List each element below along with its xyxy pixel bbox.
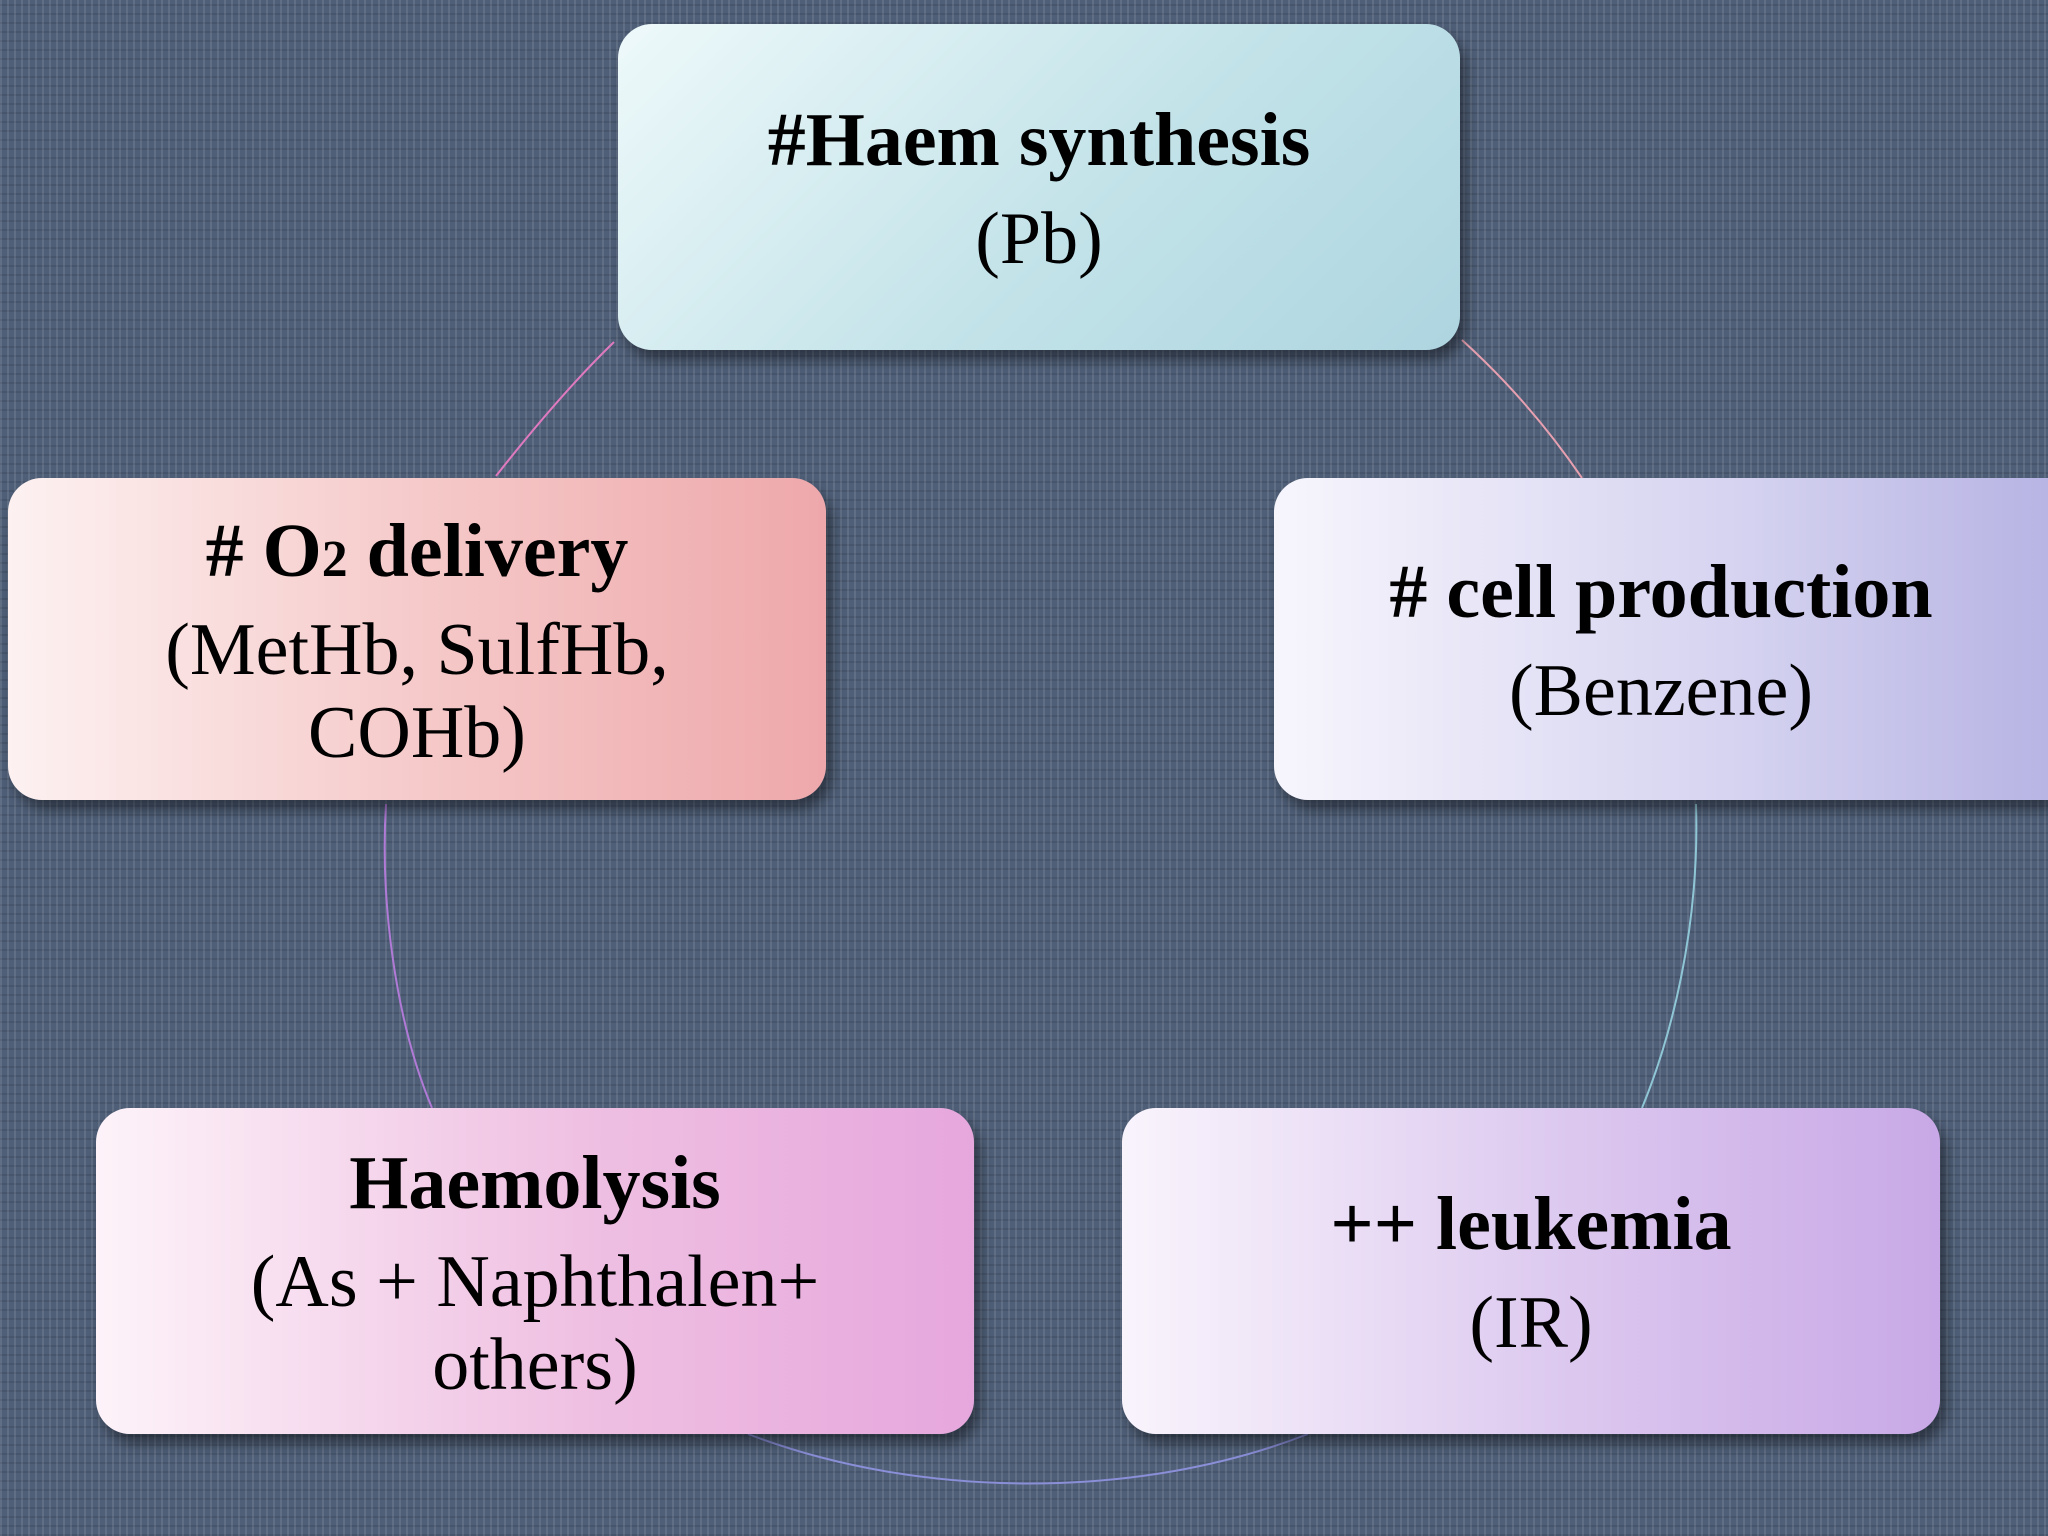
connector-cell-to-leuk bbox=[1641, 803, 1698, 1109]
node-haem-synthesis: #Haem synthesis (Pb) bbox=[618, 24, 1460, 350]
node-o2-delivery: # O2 delivery (MetHb, SulfHb, COHb) bbox=[8, 478, 826, 800]
node-leukemia: ++ leukemia (IR) bbox=[1122, 1108, 1940, 1434]
connector-haemolysis-to-o2 bbox=[383, 803, 433, 1109]
node-leuk-subtitle: (IR) bbox=[1469, 1282, 1593, 1365]
node-haemolysis-subtitle-line1: (As + Naphthalen+ bbox=[250, 1240, 820, 1323]
node-haemolysis-subtitle: (As + Naphthalen+ others) bbox=[251, 1241, 819, 1407]
node-haem-title: #Haem synthesis bbox=[767, 98, 1311, 183]
node-leuk-title: ++ leukemia bbox=[1330, 1182, 1732, 1267]
node-o2-title-suffix: delivery bbox=[347, 508, 629, 593]
node-o2-title: # O2 delivery bbox=[206, 504, 629, 599]
node-cell-title: # cell production bbox=[1389, 550, 1933, 635]
connector-haem-to-cell bbox=[1461, 339, 1583, 479]
connector-o2-to-haem bbox=[495, 341, 615, 477]
node-haemolysis-title: Haemolysis bbox=[349, 1140, 721, 1225]
node-cell-production: # cell production (Benzene) bbox=[1274, 478, 2048, 800]
node-o2-subtitle: (MetHb, SulfHb, COHb) bbox=[165, 609, 669, 775]
node-cell-subtitle: (Benzene) bbox=[1508, 650, 1814, 733]
node-haemolysis-subtitle-line2: others) bbox=[432, 1323, 638, 1406]
node-o2-title-digit: 2 bbox=[321, 530, 348, 588]
node-o2-subtitle-line2: COHb) bbox=[308, 691, 526, 774]
node-haem-subtitle: (Pb) bbox=[975, 198, 1103, 281]
node-haemolysis: Haemolysis (As + Naphthalen+ others) bbox=[96, 1108, 974, 1434]
node-o2-subtitle-line1: (MetHb, SulfHb, bbox=[165, 608, 669, 691]
connector-leuk-to-haemolysis bbox=[747, 1433, 1309, 1485]
node-o2-title-prefix: # O bbox=[205, 508, 322, 593]
